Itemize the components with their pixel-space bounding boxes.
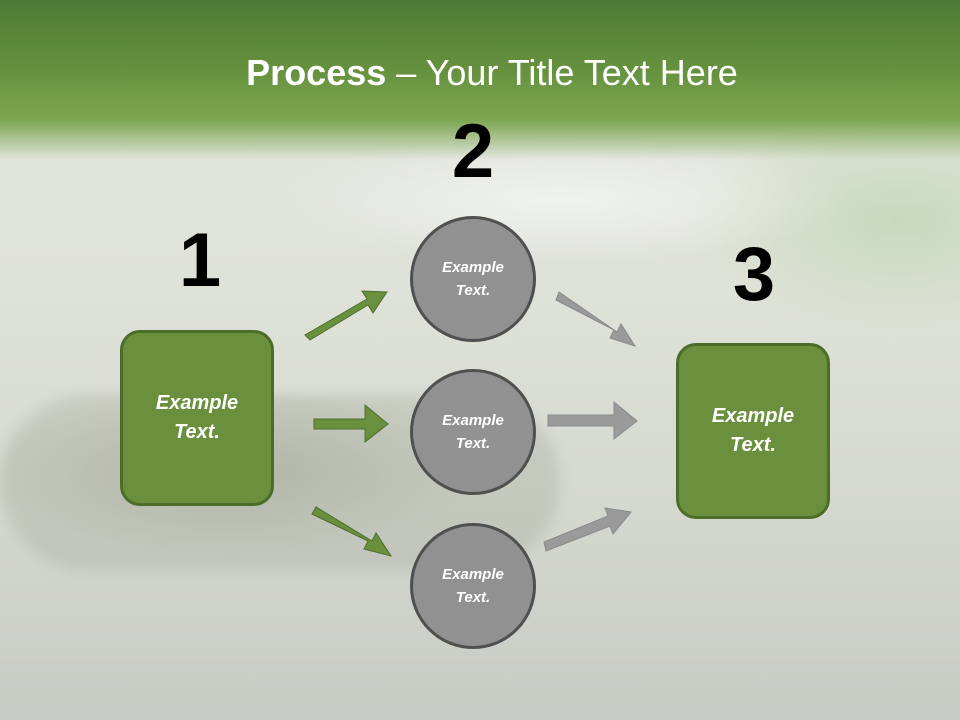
- header-band: [0, 0, 960, 160]
- step-number-1: 1: [178, 218, 222, 303]
- title-bold: Process: [246, 52, 387, 93]
- step-number-3: 3: [732, 232, 776, 317]
- arrow-gray-right: [547, 400, 638, 441]
- circle-bottom: Example Text.: [410, 523, 536, 649]
- left-box-text: Example Text.: [155, 392, 239, 443]
- right-box-text: Example Text.: [711, 405, 795, 456]
- title-rest: – Your Title Text Here: [386, 52, 738, 93]
- slide-title: Process – Your Title Text Here: [0, 52, 960, 94]
- right-process-box: Example Text.: [676, 343, 830, 519]
- circle-bottom-text: Example Text.: [442, 566, 504, 606]
- arrow-green-right: [313, 403, 389, 444]
- step-number-2: 2: [451, 109, 495, 194]
- arrow-gray-up-right: [543, 507, 632, 552]
- circle-middle: Example Text.: [410, 369, 536, 495]
- arrow-green-down-right: [311, 506, 393, 557]
- circle-middle-text: Example Text.: [442, 412, 504, 452]
- left-process-box: Example Text.: [120, 330, 274, 506]
- circle-top: Example Text.: [410, 216, 536, 342]
- arrow-gray-down-right: [555, 291, 637, 347]
- circle-top-text: Example Text.: [442, 259, 504, 299]
- arrow-green-up-right: [304, 290, 388, 341]
